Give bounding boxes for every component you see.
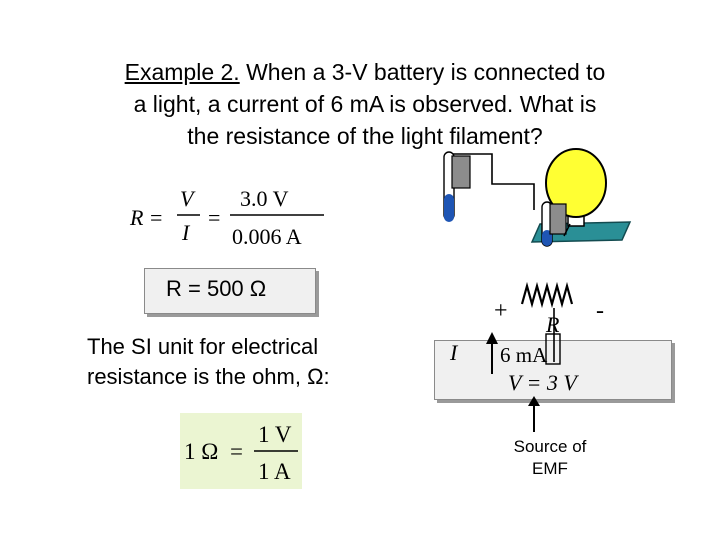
resistor-label: R [545,312,560,337]
minus-sign: - [596,298,604,324]
eq1-numerator-value: 3.0 V [240,186,289,211]
resistor-symbol [520,281,574,309]
problem-statement: Example 2. When a 3-V battery is connect… [60,56,670,152]
eq2-denominator: 1 A [258,459,291,484]
apparatus-illustration [443,148,632,247]
current-value: 6 mA [500,343,548,367]
example-label: Example 2. [124,59,240,85]
eq2-numerator: 1 V [258,422,292,447]
title-line-3: the resistance of the light filament? [187,123,543,149]
plus-sign: + [494,298,508,324]
title-line-2: a light, a current of 6 mA is observed. … [133,91,597,117]
eq1-numerator-v: V [180,186,196,211]
eq1-equals-1: = [150,205,162,230]
vial-1-liquid [444,194,454,222]
title-line-1: Example 2. When a 3-V battery is connect… [124,59,606,85]
current-arrow-icon [486,332,498,344]
current-symbol: I [449,340,459,365]
clamp-1 [451,155,471,189]
eq1-equals-2: = [208,205,220,230]
result-box [144,268,316,314]
eq1-denominator-value: 0.006 A [232,224,302,249]
light-bulb-icon [545,148,607,218]
ohm-definition-equation: 1 Ω = 1 V 1 A [184,422,298,484]
emf-arrow-icon [528,396,540,406]
eq2-lhs: 1 Ω [184,439,218,464]
ohms-law-equation: R = V I = 3.0 V 0.006 A [129,186,324,249]
result-text: R = 500 Ω [166,276,267,301]
emf-source-label: Source of EMF [513,437,587,478]
si-unit-statement: The SI unit for electrical resistance is… [87,334,330,389]
clamp-2 [549,203,567,235]
circuit-diagram: + - R I 6 mA V = 3 V [449,281,604,432]
battery-box [434,340,672,400]
wire-2 [563,223,571,237]
eq1-denominator-i: I [181,220,191,245]
eq1-lhs: R [129,205,144,230]
eq2-equals: = [230,439,243,464]
current-meter-box [545,333,561,365]
voltage-label: V = 3 V [508,370,579,395]
